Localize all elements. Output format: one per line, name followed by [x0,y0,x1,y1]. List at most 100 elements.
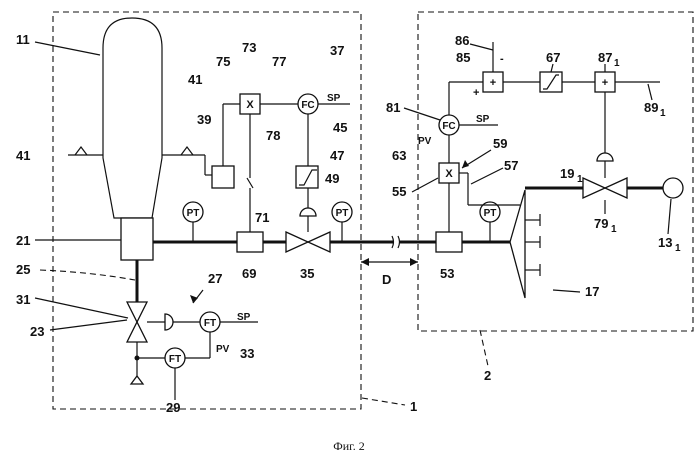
pt-2-text: PT [336,208,349,219]
label-85: 85 [456,50,470,65]
valve-79-left [583,178,605,198]
leader-55 [412,178,438,192]
pt-1-text: PT [187,208,200,219]
label-13: 13 [658,235,672,250]
label-13-sub: 1 [675,243,681,254]
valve-31-bottom [127,322,147,342]
vessel-11 [103,18,162,218]
label-78: 78 [266,128,280,143]
label-55: 55 [392,184,406,199]
flowmeter-53 [436,232,462,252]
minus-85: - [500,53,504,65]
leader-13 [668,199,671,234]
label-87: 87 [598,50,612,65]
label-45: 45 [333,120,347,135]
label-71: 71 [255,210,269,225]
junction-dot [135,356,140,361]
label-57: 57 [504,158,518,173]
valve-35-right [308,232,330,252]
dimension-arrow-left [361,258,369,266]
fc-37-text: FC [301,100,314,111]
valve-79-right [605,178,627,198]
leader-27-arrow [190,295,198,303]
vent-valve-41-left [75,147,87,155]
leader-31 [35,298,128,318]
label-69: 69 [242,266,256,281]
label-59: 59 [493,136,507,151]
plus-85: + [473,87,479,99]
distributor-17 [510,190,525,298]
label-79: 79 [594,216,608,231]
leader-81 [404,108,440,120]
label-d: D [382,272,391,287]
actuator-79 [597,153,613,161]
label-89: 89 [644,100,658,115]
label-17: 17 [585,284,599,299]
label-49: 49 [325,171,339,186]
sp-81: SP [476,114,490,125]
vent-valve-41-right [181,147,193,155]
label-19: 19 [560,166,574,181]
label-25: 25 [16,262,30,277]
multiplier-73-symbol: X [246,99,254,111]
valve-35-left [286,232,308,252]
leader-23 [50,320,127,330]
label-19-sub: 1 [577,174,583,185]
block-39 [212,166,234,188]
label-73: 73 [242,40,256,55]
label-27: 27 [208,271,222,286]
ft-29-text: FT [169,354,181,365]
leader-2 [480,330,488,366]
leader-11 [35,42,100,55]
label-87-sub: 1 [614,58,620,69]
label-37: 37 [330,43,344,58]
label-41b: 41 [188,72,202,87]
actuator-35 [300,208,316,216]
figure-caption: Фиг. 2 [333,439,364,453]
label-81: 81 [386,100,400,115]
label-79-sub: 1 [611,224,617,235]
fc-81-text: FC [442,121,455,132]
summer-85-symbol: + [490,77,496,89]
drain-valve [131,376,143,384]
summer-87-symbol: + [602,77,608,89]
break-mark [392,236,400,248]
label-77: 77 [272,54,286,69]
boundary-1 [53,12,361,409]
pt-3-text: PT [484,208,497,219]
dimension-arrow-right [410,258,418,266]
ft-33-text: FT [204,318,216,329]
multiplier-55-symbol: X [445,168,453,180]
leader-67 [551,64,553,72]
label-29: 29 [166,400,180,415]
pv-33: PV [216,344,230,355]
switch-78 [247,178,253,188]
label-33: 33 [240,346,254,361]
label-1: 1 [410,399,417,414]
source-13 [663,178,683,198]
leader-89 [648,84,652,100]
valve-31-top [127,302,147,322]
sp-37: SP [327,93,341,104]
label-67: 67 [546,50,560,65]
leader-86 [470,44,493,50]
label-86: 86 [455,33,469,48]
leader-17 [553,290,580,292]
label-21: 21 [16,233,30,248]
sp-33: SP [237,312,251,323]
label-35: 35 [300,266,314,281]
leader-25 [40,270,135,280]
leader-57 [471,168,503,184]
leader-1 [362,398,405,405]
label-63: 63 [392,148,406,163]
label-53: 53 [440,266,454,281]
pv-81: PV [418,136,432,147]
label-11: 11 [16,32,30,47]
label-23: 23 [30,324,44,339]
label-2: 2 [484,368,491,383]
label-47: 47 [330,148,344,163]
label-75: 75 [216,54,230,69]
label-89-sub: 1 [660,108,666,119]
